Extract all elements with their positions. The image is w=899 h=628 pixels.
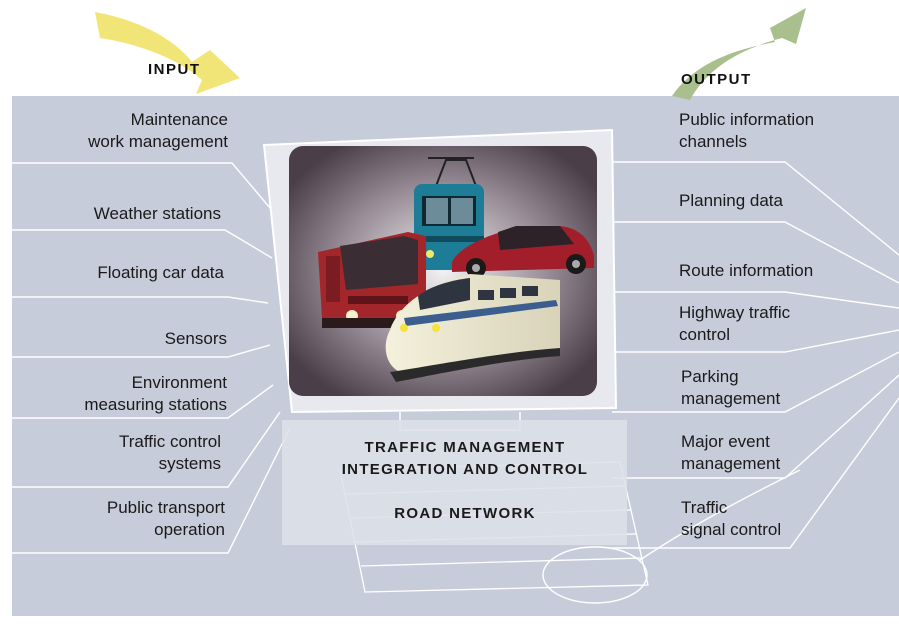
output-label: OUTPUT xyxy=(681,71,752,88)
output-item-route: Route information xyxy=(679,261,814,280)
input-item-weather: Weather stations xyxy=(93,204,221,223)
output-item-planning: Planning data xyxy=(679,191,783,210)
input-connectors xyxy=(12,162,291,554)
center-text-card xyxy=(282,420,627,545)
output-item-highway: Highway traffic control xyxy=(679,303,791,344)
input-item-traffic-control-systems: Traffic control systems xyxy=(118,432,221,473)
output-item-signal: Traffic signal control xyxy=(681,498,782,539)
input-item-sensors: Sensors xyxy=(164,329,227,348)
output-item-public-info: Public information channels xyxy=(679,110,815,151)
bus xyxy=(318,232,426,328)
mouse xyxy=(542,469,801,604)
output-item-parking: Parking management xyxy=(681,367,781,408)
input-item-public-transport: Public transport operation xyxy=(106,498,225,539)
output-item-major-event: Major event management xyxy=(681,432,781,473)
input-item-environment: Environment measuring stations xyxy=(84,373,227,414)
car xyxy=(452,226,594,278)
center-title-line1: TRAFFIC MANAGEMENT xyxy=(364,439,566,456)
vehicles-illustration xyxy=(318,157,594,382)
center-subtitle: ROAD NETWORK xyxy=(394,505,536,522)
input-arrow xyxy=(95,12,240,94)
high-speed-train xyxy=(385,274,560,382)
output-arrow xyxy=(672,8,806,100)
input-label: INPUT xyxy=(148,61,201,78)
input-item-floating-car: Floating car data xyxy=(97,263,224,282)
input-item-maintenance: Maintenance work management xyxy=(88,110,228,151)
center-title-line2: INTEGRATION AND CONTROL xyxy=(341,461,589,478)
